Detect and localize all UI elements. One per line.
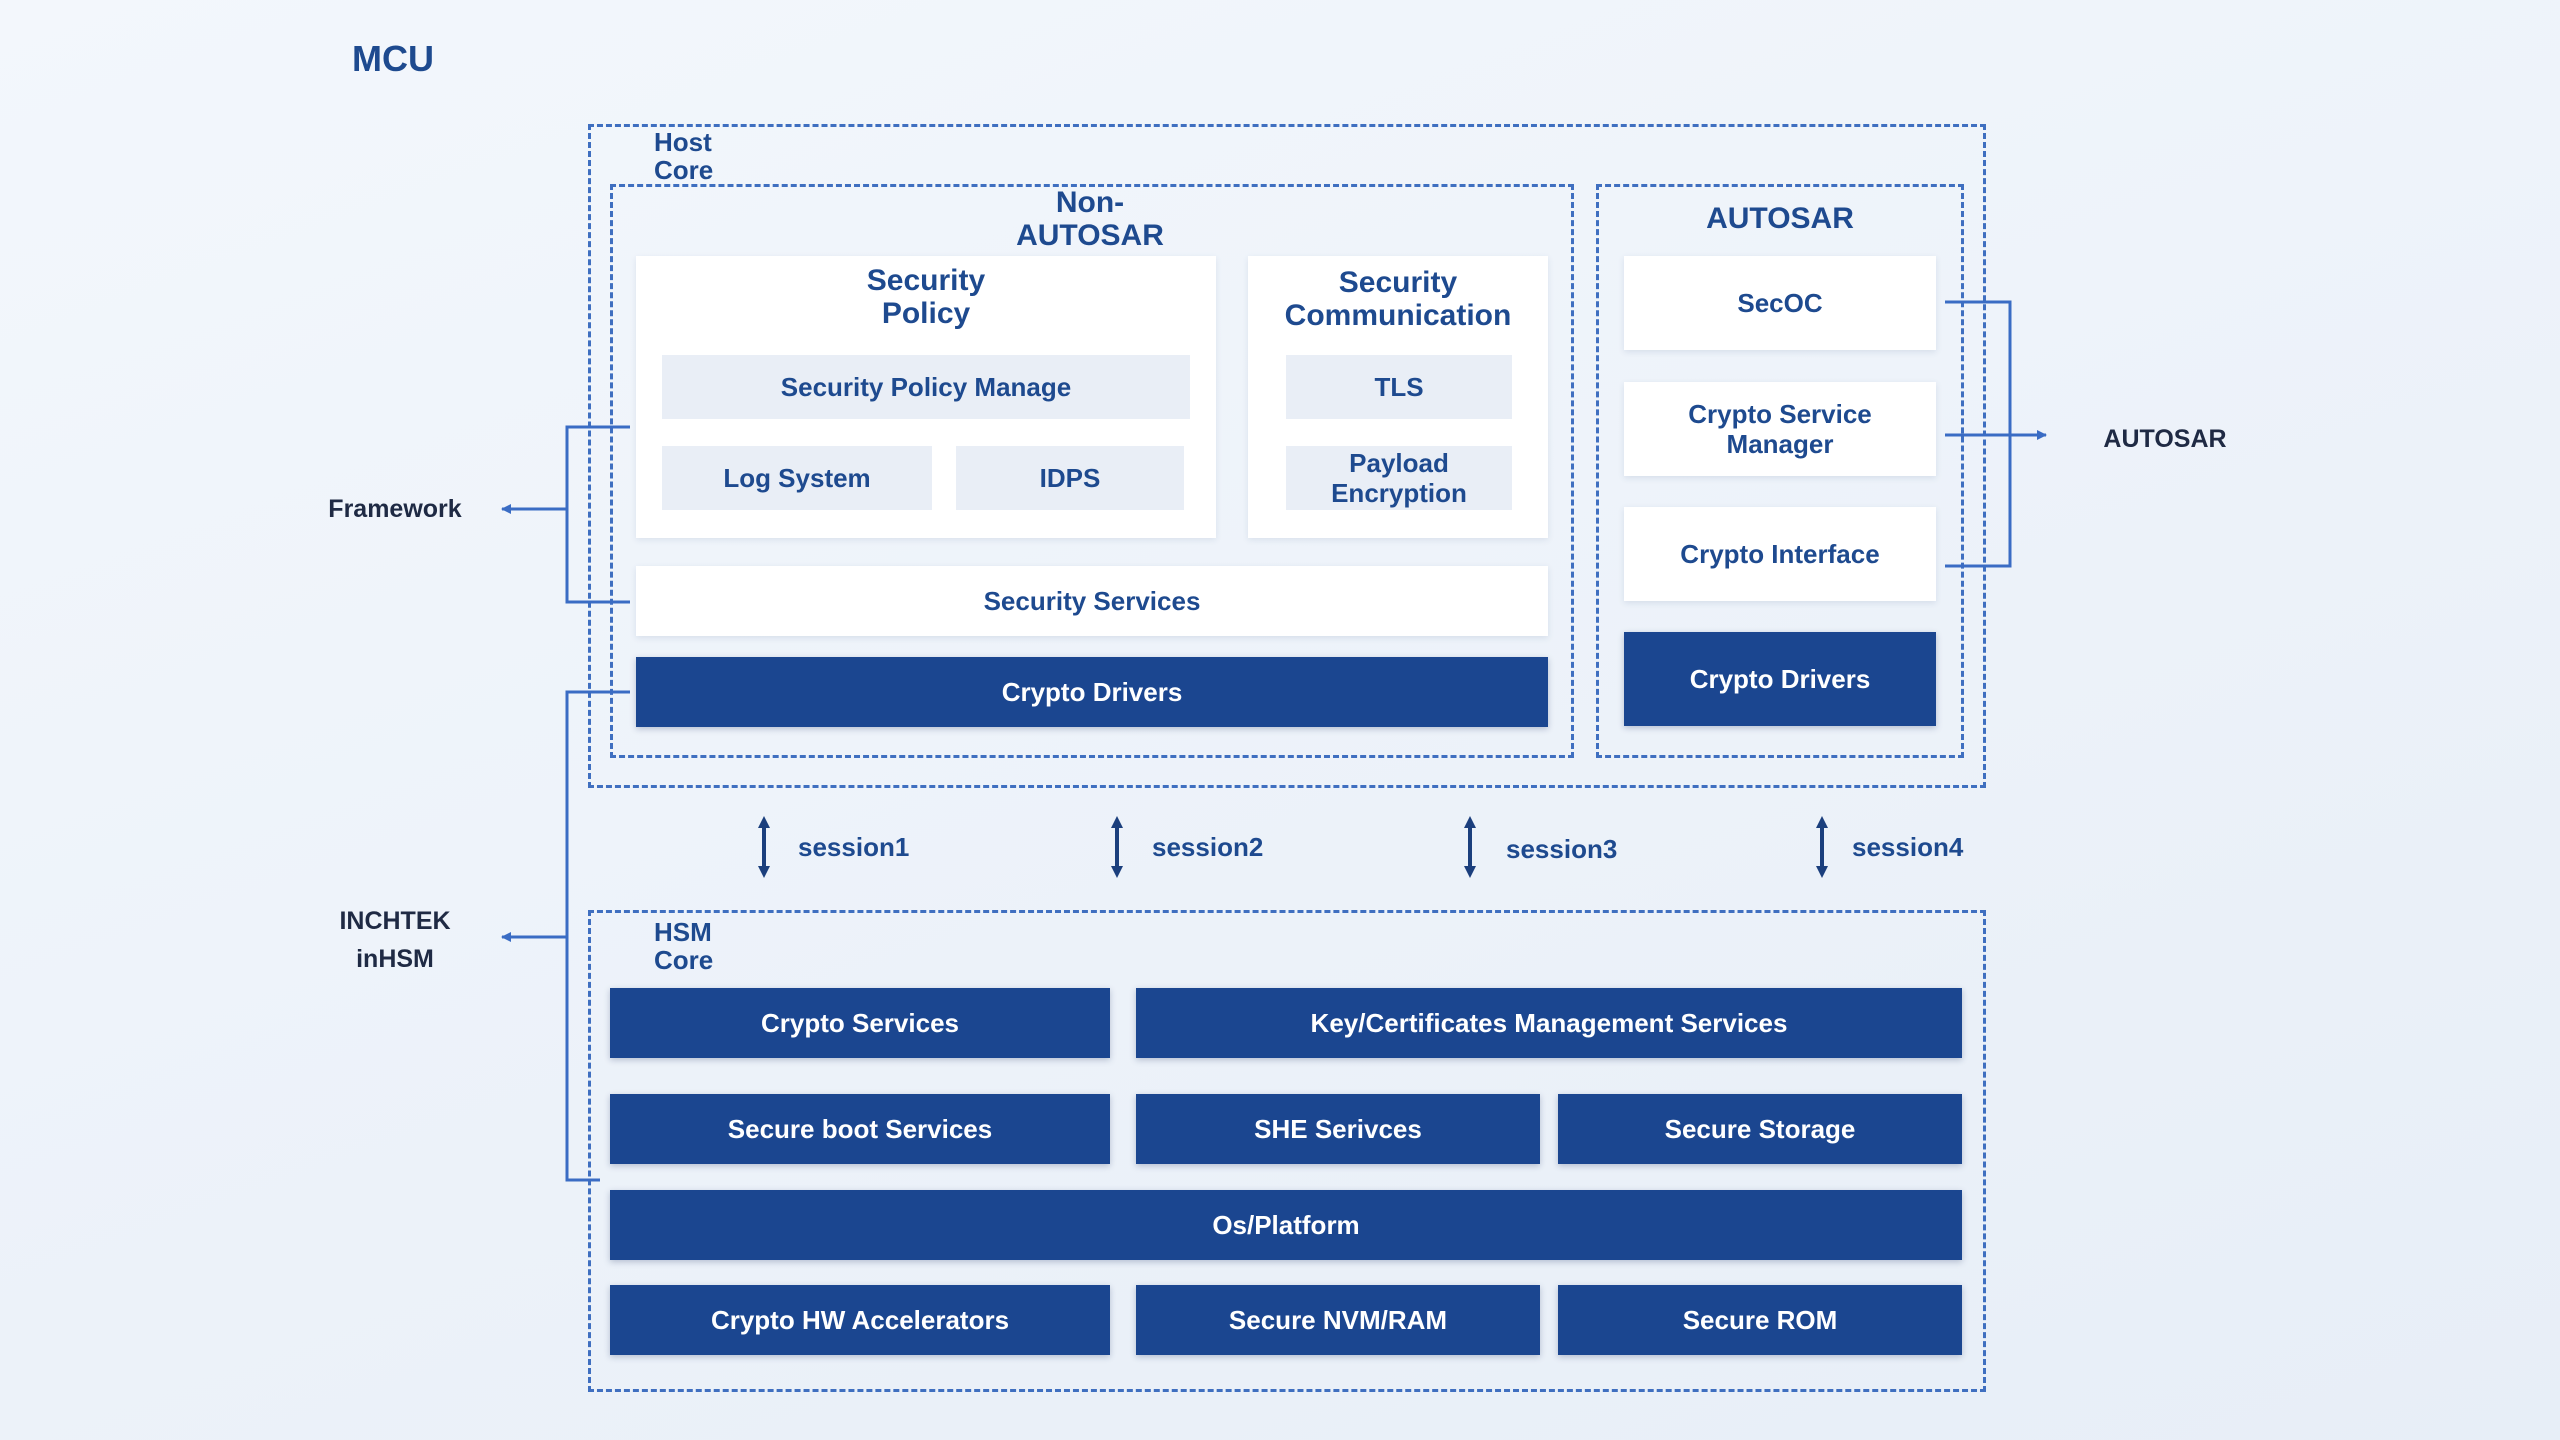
diagram-title: MCU <box>352 38 434 79</box>
secure-nvm-ram: Secure NVM/RAM <box>1136 1285 1540 1355</box>
session2-label: session2 <box>1152 832 1264 862</box>
framework-label: Framework <box>328 495 462 523</box>
security-policy-title: Security Policy <box>866 264 986 330</box>
idps: IDPS <box>956 446 1184 510</box>
autosar-external-label: AUTOSAR <box>2103 425 2227 453</box>
session3-label: session3 <box>1506 834 1618 864</box>
payload-encryption: Payload Encryption <box>1286 446 1512 510</box>
inchtek-inhsm-label: INCHTEK inHSM <box>339 907 451 973</box>
she-services: SHE Serivces <box>1136 1094 1540 1164</box>
session4-label: session4 <box>1852 832 1964 862</box>
session1-label: session1 <box>798 832 910 862</box>
security-policy-manage: Security Policy Manage <box>662 355 1190 419</box>
secoc: SecOC <box>1624 256 1936 350</box>
crypto-service-manager: Crypto Service Manager <box>1624 382 1936 476</box>
hsm-core-label: HSM Core <box>654 917 714 975</box>
host-core-label: Host Core <box>654 127 714 185</box>
crypto-interface: Crypto Interface <box>1624 507 1936 601</box>
session-arrows <box>758 816 1828 878</box>
non-autosar-label: Non- AUTOSAR <box>1016 186 1164 252</box>
secure-storage: Secure Storage <box>1558 1094 1962 1164</box>
crypto-services: Crypto Services <box>610 988 1110 1058</box>
security-communication-title: Security Communication <box>1284 266 1512 332</box>
crypto-hw-accelerators: Crypto HW Accelerators <box>610 1285 1110 1355</box>
secure-boot-services: Secure boot Services <box>610 1094 1110 1164</box>
security-services: Security Services <box>636 566 1548 636</box>
autosar-label: AUTOSAR <box>1706 202 1854 235</box>
key-certificates-management-services: Key/Certificates Management Services <box>1136 988 1962 1058</box>
secure-rom: Secure ROM <box>1558 1285 1962 1355</box>
tls: TLS <box>1286 355 1512 419</box>
non-autosar-crypto-drivers: Crypto Drivers <box>636 657 1548 727</box>
os-platform: Os/Platform <box>610 1190 1962 1260</box>
autosar-crypto-drivers: Crypto Drivers <box>1624 632 1936 726</box>
log-system: Log System <box>662 446 932 510</box>
